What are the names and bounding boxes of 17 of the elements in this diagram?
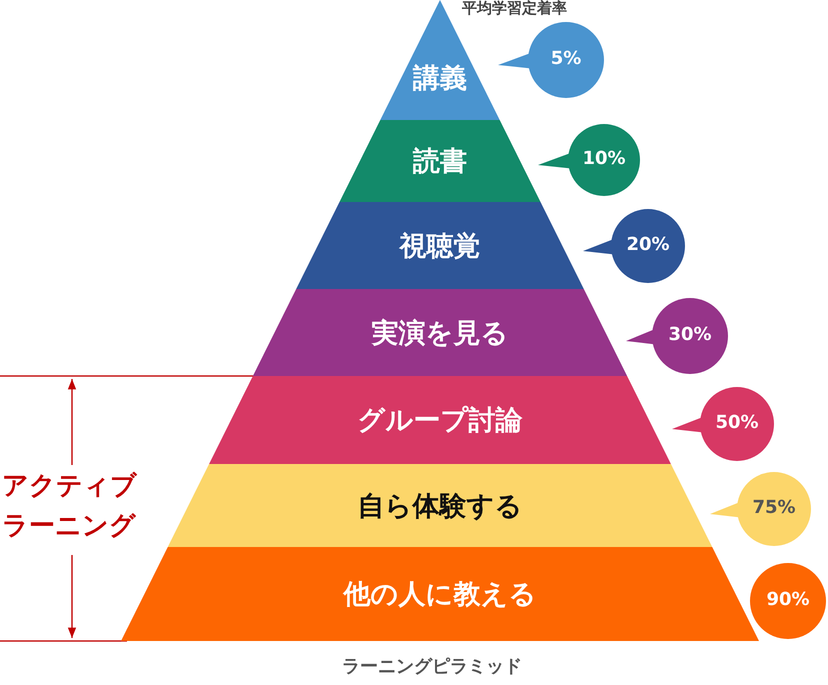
percentage-label: 75% (751, 497, 797, 518)
percentage-label: 90% (765, 589, 811, 610)
percentage-label: 30% (667, 324, 713, 345)
percentage-label: 10% (581, 148, 627, 169)
layer-label: 読書 (412, 145, 467, 179)
percentage-label: 50% (714, 412, 760, 433)
layer-label: 講義 (412, 62, 467, 96)
side-label: アクティブラーニング (2, 470, 138, 543)
caption: ラーニングピラミッド (342, 655, 522, 678)
layer-label: 視聴覚 (399, 230, 480, 264)
layer-label: 他の人に教える (344, 578, 536, 612)
percentage-label: 20% (625, 234, 671, 255)
layer-label: グループ討論 (357, 404, 522, 438)
layer-label: 自ら体験する (357, 490, 522, 524)
layer-label: 実演を見る (371, 316, 508, 350)
percentage-label: 5% (550, 48, 582, 69)
heading: 平均学習定着率 (462, 0, 567, 18)
